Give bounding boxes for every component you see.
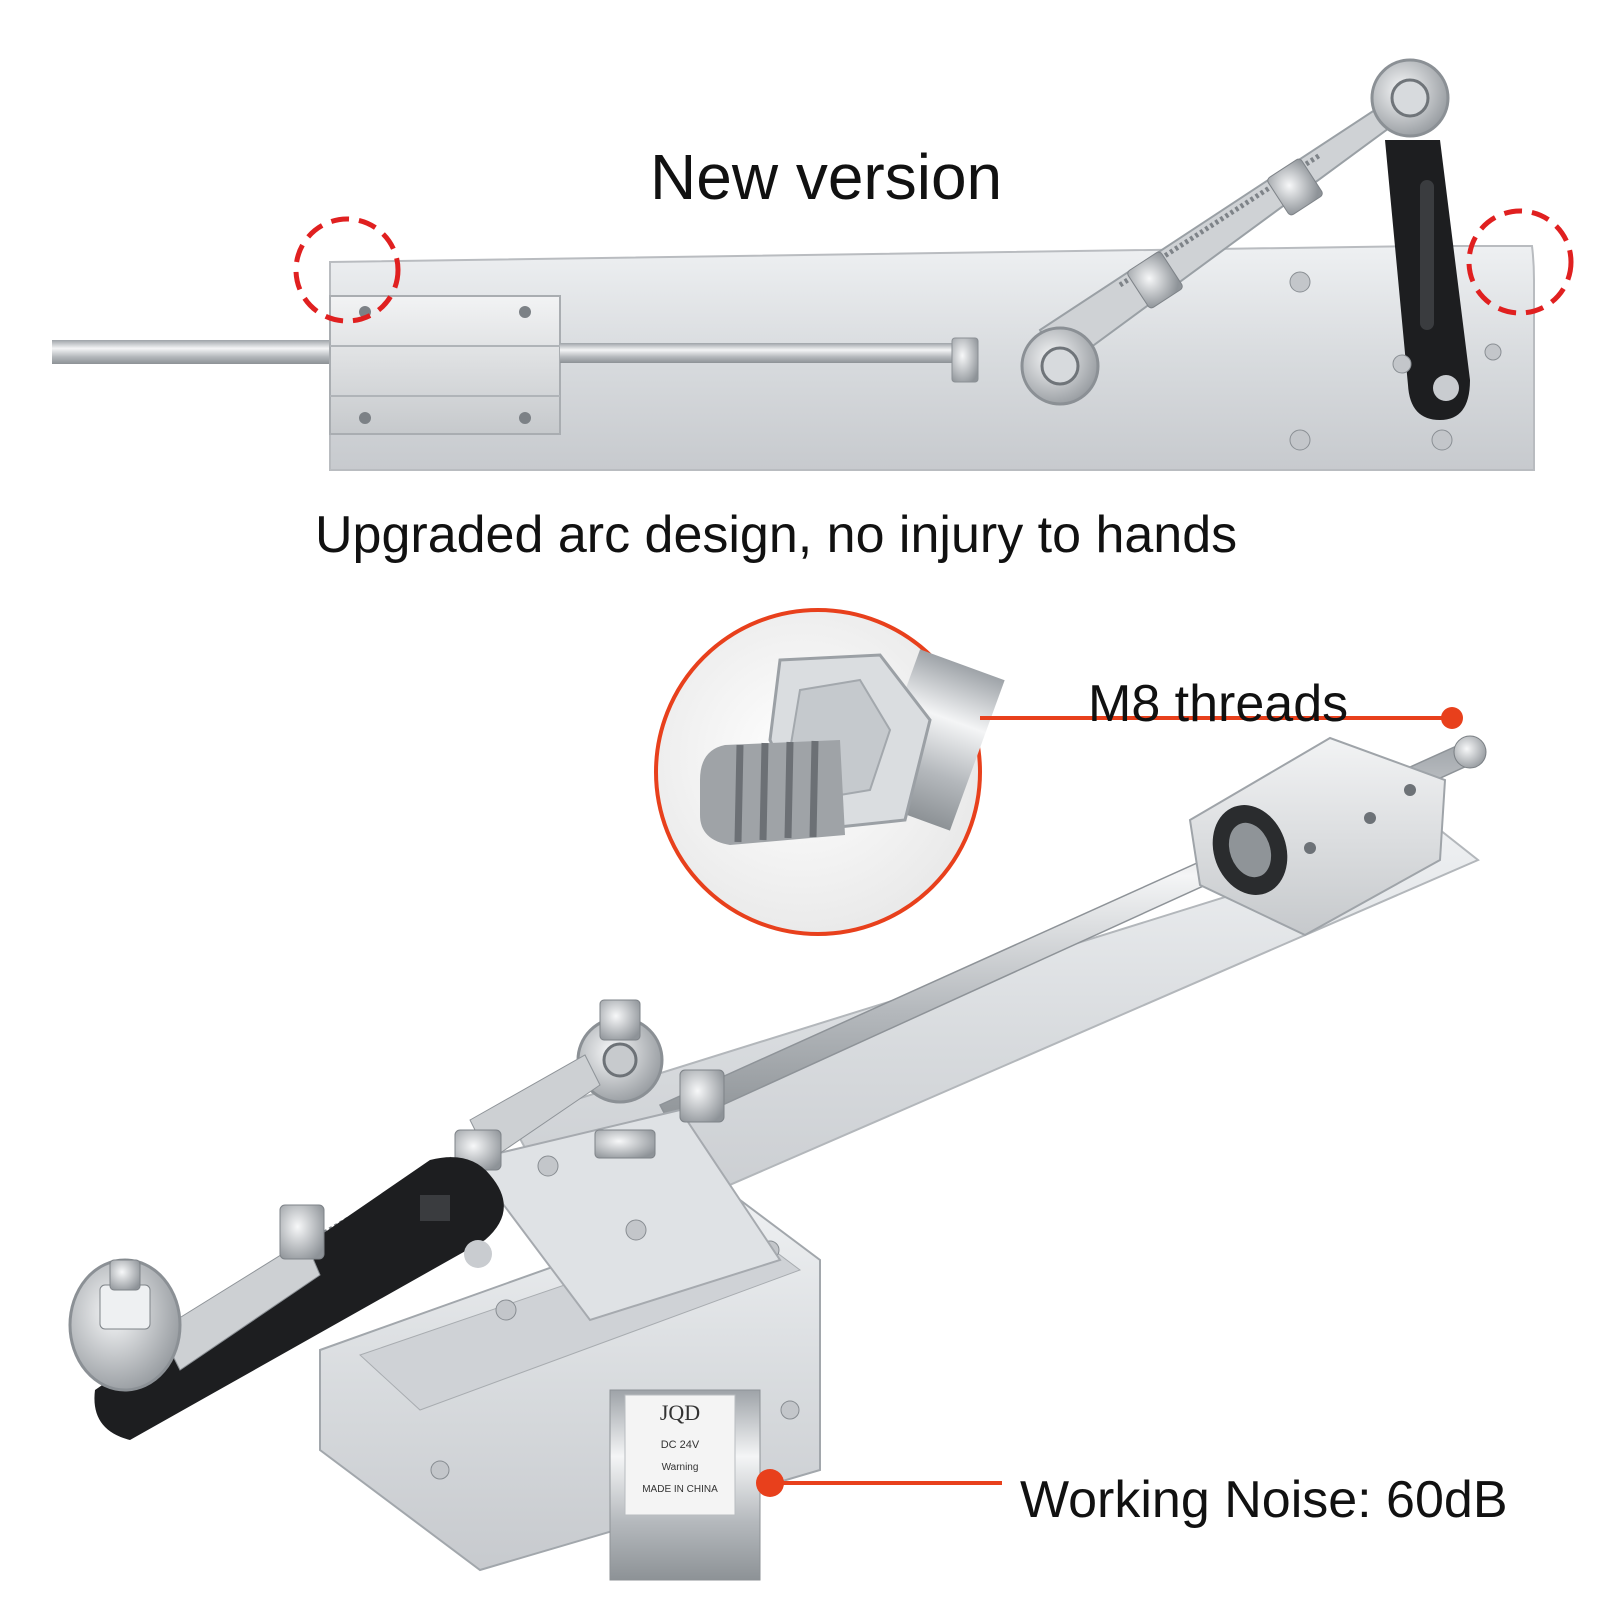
bottom-crank-arm (94, 1157, 504, 1440)
m8-threads-callout: M8 threads (1088, 675, 1349, 733)
motor-pointer-dot-icon (756, 1469, 784, 1497)
design-caption: Upgraded arc design, no injury to hands (315, 506, 1238, 564)
corner-highlight-left-icon (293, 216, 401, 324)
dc-motor: JQD DC 24V Warning MADE IN CHINA (609, 1389, 761, 1581)
working-noise-callout: Working Noise: 60dB (1020, 1471, 1508, 1529)
top-actuator (52, 58, 1535, 471)
version-title: New version (650, 141, 1003, 213)
m8-callout-dot-icon (1441, 707, 1463, 729)
motor-brand-label: JQD (660, 1400, 700, 1425)
thread-end-nut (1453, 735, 1487, 769)
bottom-actuator: JQD DC 24V Warning MADE IN CHINA (68, 735, 1487, 1581)
thread-zoom-circle-icon (654, 608, 1005, 936)
corner-highlight-right-icon (1466, 208, 1574, 316)
motor-origin-label: MADE IN CHINA (642, 1484, 718, 1495)
motor-warning-label: Warning (662, 1462, 699, 1473)
motor-voltage-label: DC 24V (661, 1439, 700, 1451)
